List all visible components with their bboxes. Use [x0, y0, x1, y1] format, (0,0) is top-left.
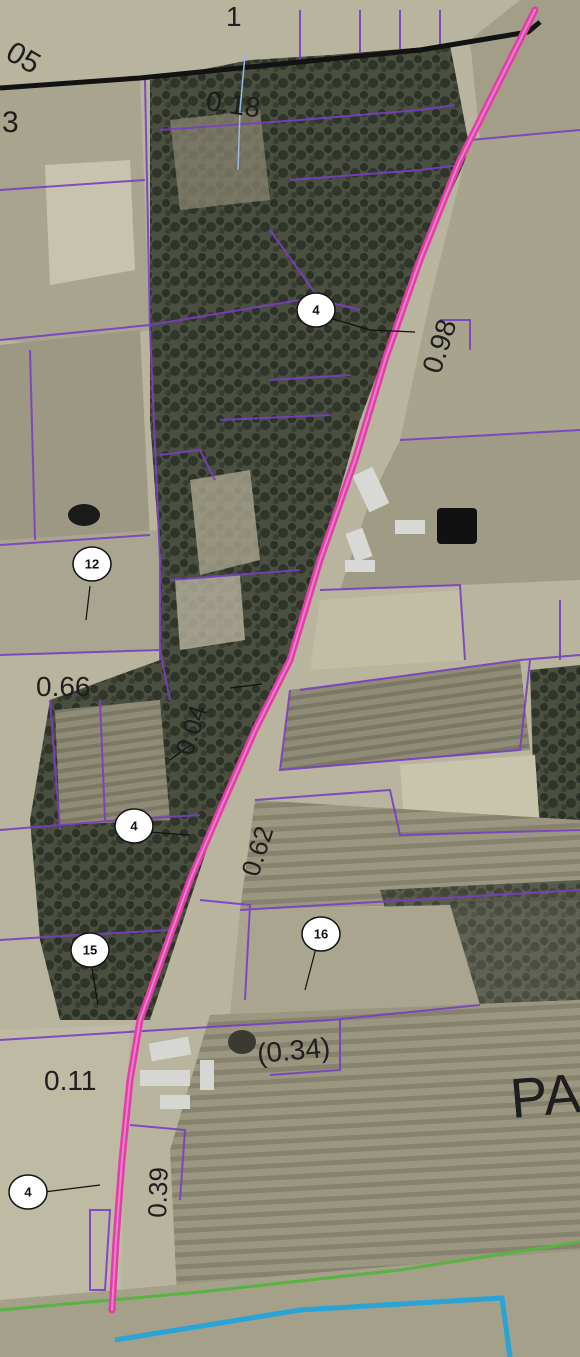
route-marker-16[interactable]: 16	[301, 916, 341, 952]
segment-label: 0.11	[44, 1065, 96, 1096]
route-marker-4-bottom[interactable]: 4	[8, 1174, 48, 1210]
pond	[228, 1030, 256, 1054]
field-east-upper	[400, 130, 580, 440]
route-marker-12[interactable]: 12	[72, 546, 112, 582]
boundary-cyan	[114, 1295, 513, 1357]
pond	[437, 508, 477, 544]
forest-clearing	[175, 575, 245, 650]
route-marker-text: 16	[314, 927, 328, 942]
route-marker-text: 12	[85, 557, 99, 572]
edge-text: 3	[2, 106, 19, 139]
segment-label: 0.66	[36, 671, 91, 702]
pond	[68, 504, 100, 526]
forest-clearing	[190, 470, 260, 575]
segment-label: 0.39	[142, 1167, 174, 1219]
edge-text: 1	[226, 1, 242, 32]
leader-lines	[43, 317, 416, 1193]
route-marker-15[interactable]: 15	[70, 932, 110, 968]
route-marker-text: 4	[312, 303, 320, 318]
field-west-pale	[45, 160, 135, 285]
route-marker-text: 4	[24, 1185, 32, 1200]
route-marker-text: 4	[130, 819, 138, 834]
field-east-lower	[230, 905, 480, 1015]
field-southwest	[0, 1025, 130, 1300]
segment-label: 0.18	[204, 85, 262, 123]
route-marker-4-top[interactable]: 4	[296, 292, 336, 328]
segment-label: (0.34)	[256, 1032, 332, 1069]
route-marker-text: 15	[83, 943, 97, 958]
route-marker-4-mid[interactable]: 4	[114, 808, 154, 844]
farm-buildings-north	[345, 466, 425, 572]
field-east-striped	[280, 660, 530, 770]
field-west-striped	[55, 700, 170, 825]
highway-route-4-centerline	[111, 9, 536, 1311]
field-west-lower	[0, 530, 165, 655]
forest-clearing	[170, 110, 270, 210]
forest-east-patch	[530, 665, 580, 835]
stream	[237, 54, 246, 171]
boundary-green	[0, 1240, 580, 1312]
field-west-mid	[0, 330, 150, 545]
field-south-strip	[0, 1250, 580, 1357]
farm-buildings-south	[140, 1036, 214, 1109]
field-east-dark-stripes	[240, 800, 580, 910]
field-east-tan	[310, 590, 465, 670]
edge-text: PA	[508, 1061, 580, 1130]
county-boundary-black	[0, 20, 542, 91]
